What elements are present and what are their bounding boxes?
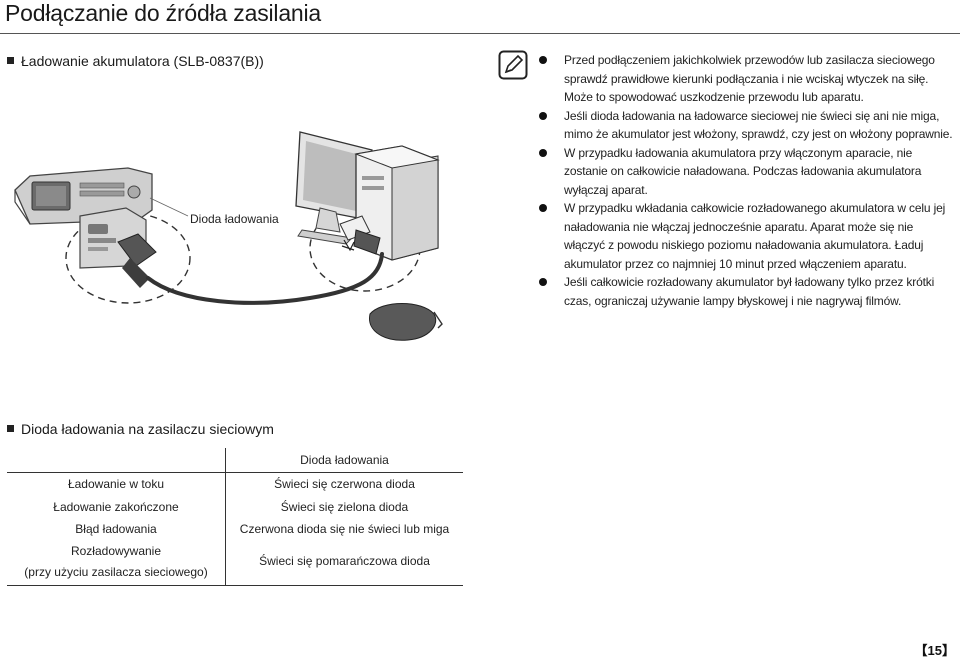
led-leader-line	[149, 197, 189, 217]
table-cell-led: Świeci się pomarańczowa dioda	[225, 540, 463, 586]
table-header-row: Dioda ładowania	[7, 448, 463, 473]
table-cell-led: Świeci się zielona dioda	[280, 499, 409, 514]
notes-list: Przed podłączeniem jakichkolwiek przewod…	[538, 51, 954, 310]
bullet-dot-icon	[539, 111, 547, 120]
ac-charger-icon	[369, 303, 443, 341]
table-cell-state-line: Rozładowywanie	[70, 543, 162, 558]
title-rule	[0, 33, 960, 34]
bullet-dot-icon	[539, 278, 547, 286]
computer-tower-icon	[354, 145, 440, 261]
table-cell-state: Błąd ładowania	[7, 518, 226, 541]
computer-monitor-icon	[295, 131, 373, 245]
square-bullet-icon	[7, 57, 14, 64]
page-number: 【15】	[914, 643, 955, 658]
table-cell-state-line: (przy użyciu zasilacza sieciowego)	[24, 564, 208, 579]
camera-plug-icon	[117, 233, 157, 288]
led-section-heading: Dioda ładowania na zasilaczu sieciowym	[7, 421, 274, 437]
charging-section-heading: Ładowanie akumulatora (SLB-0837(B))	[7, 53, 264, 69]
table-row: Ładowanie w toku Świeci się czerwona dio…	[7, 472, 463, 496]
table-header-led: Dioda ładowania	[225, 448, 463, 473]
led-caption: Dioda ładowania	[190, 212, 279, 226]
note-item: Jeśli całkowicie rozładowany akumulator …	[538, 273, 954, 310]
table-cell-led: Świeci się czerwona dioda	[274, 477, 415, 491]
charging-heading-text: Ładowanie akumulatora (SLB-0837(B))	[21, 53, 264, 69]
usb-plug-icon	[339, 215, 381, 255]
table-cell-state: Ładowanie zakończone	[7, 495, 226, 518]
square-bullet-icon	[7, 425, 14, 432]
note-item: W przypadku wkładania całkowicie rozłado…	[538, 199, 954, 273]
camera-icon	[14, 167, 153, 269]
table-cell-state: Ładowanie w toku	[7, 472, 226, 496]
note-pencil-icon	[498, 50, 528, 80]
note-item: W przypadku ładowania akumulatora przy w…	[538, 144, 954, 200]
usb-cable	[146, 252, 384, 305]
note-item: Przed podłączeniem jakichkolwiek przewod…	[538, 51, 954, 107]
page-title: Podłączanie do źródła zasilania	[5, 0, 322, 26]
table-cell-state: Rozładowywanie (przy użyciu zasilacza si…	[7, 540, 226, 586]
bullet-dot-icon	[539, 148, 547, 157]
bullet-dot-icon	[539, 56, 547, 64]
bullet-dot-icon	[539, 204, 547, 212]
note-item: Jeśli dioda ładowania na ładowarce sieci…	[538, 107, 954, 144]
led-heading-text: Dioda ładowania na zasilaczu sieciowym	[21, 421, 274, 437]
charging-illustration	[14, 131, 443, 341]
table-header-blank	[7, 448, 226, 473]
table-row: Rozładowywanie (przy użyciu zasilacza si…	[7, 540, 463, 586]
led-status-table: Dioda ładowania Ładowanie w toku Świeci …	[7, 448, 463, 586]
table-cell-led: Czerwona dioda się nie świeci lub miga	[239, 522, 450, 536]
table-row: Ładowanie zakończone Świeci się zielona …	[7, 495, 463, 518]
table-row: Błąd ładowania Czerwona dioda się nie św…	[7, 518, 463, 541]
